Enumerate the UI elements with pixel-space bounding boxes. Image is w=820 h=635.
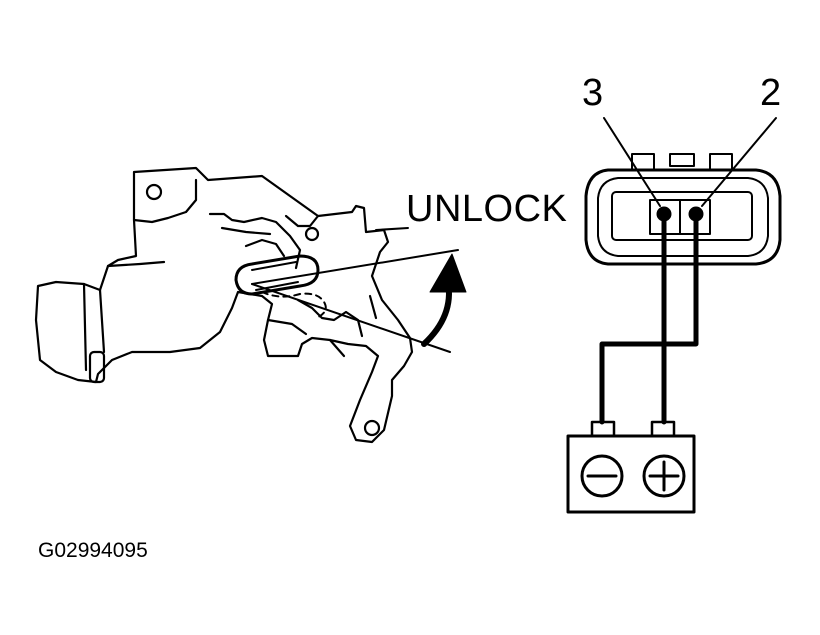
- battery: [566, 420, 696, 514]
- unlock-label: UNLOCK: [406, 188, 568, 230]
- figure-code-label: G02994095: [38, 539, 148, 562]
- lock-actuator-assembly: [34, 166, 414, 444]
- unlock-leader-line: [375, 227, 409, 231]
- pin-2-label: 2: [760, 72, 782, 114]
- battery-negative-terminal-icon: [580, 454, 624, 498]
- rotation-guide-lines: [251, 249, 459, 353]
- pin-3-label: 3: [582, 72, 604, 114]
- unlock-direction-arrow: [421, 253, 467, 347]
- actuator-connector: [584, 153, 782, 266]
- battery-positive-terminal-icon: [642, 454, 686, 498]
- test-leads: [599, 211, 699, 425]
- pin-leader-lines: [603, 117, 777, 207]
